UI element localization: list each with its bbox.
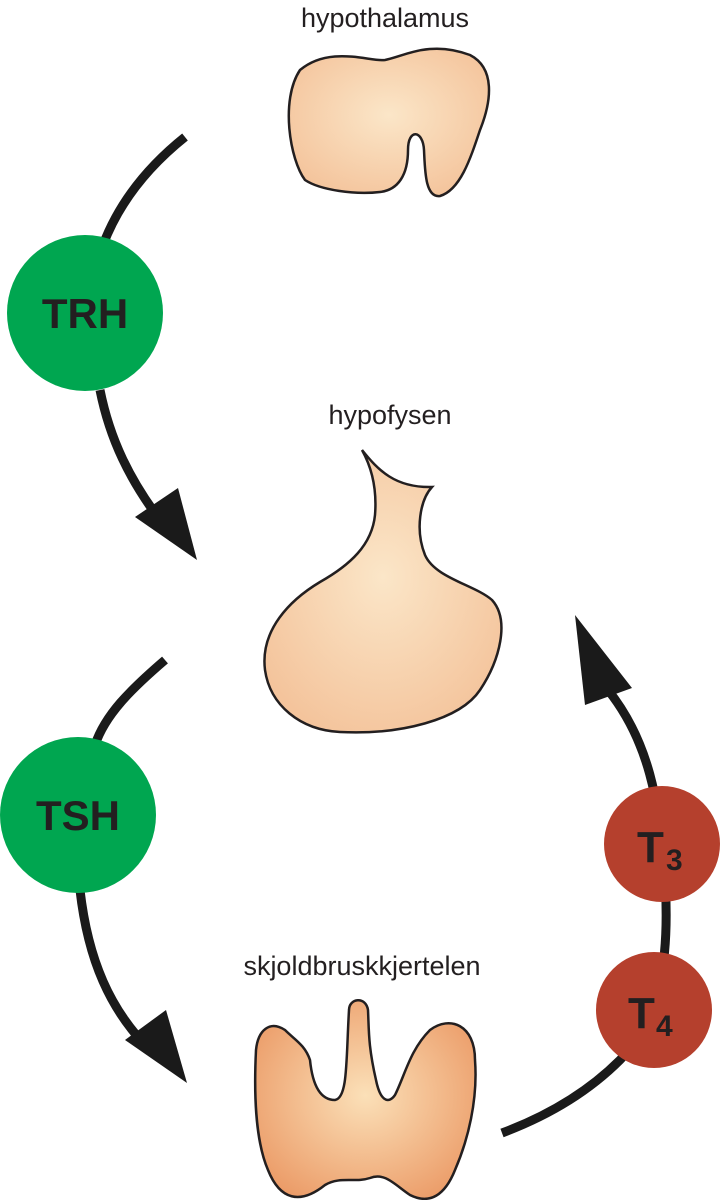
t4-node: T 4 [596,952,712,1068]
pituitary-shape [263,449,503,734]
tsh-arrowhead-icon [125,1010,187,1083]
t3-circle [604,786,720,902]
thyroid-shape [253,999,477,1200]
t3-base: T [637,823,664,872]
hypothalamus-shape [287,47,491,198]
t4-subscript: 4 [656,1010,673,1043]
tsh-arrow-line-lower [75,889,154,1054]
t4-circle [596,952,712,1068]
t4-base: T [628,989,655,1038]
hypothalamus-label: hypothalamus [301,3,469,33]
t3-node: T 3 [604,786,720,902]
feedback-arrowhead-icon [575,615,632,705]
trh-node: TRH [7,235,163,391]
thyroid-label: skjoldbruskkjertelen [243,951,480,981]
tsh-arrow-line-upper [90,656,168,747]
tsh-circle [0,737,156,893]
trh-arrowhead-icon [135,488,197,560]
tsh-node: TSH [0,737,156,893]
trh-circle [7,235,163,391]
pituitary-label: hypofysen [328,400,451,430]
trh-arrow-line-lower [95,389,164,523]
t3-subscript: 3 [666,844,683,877]
tsh-label: TSH [36,792,120,839]
trh-arrow-line-upper [98,133,188,247]
trh-label: TRH [42,290,128,337]
